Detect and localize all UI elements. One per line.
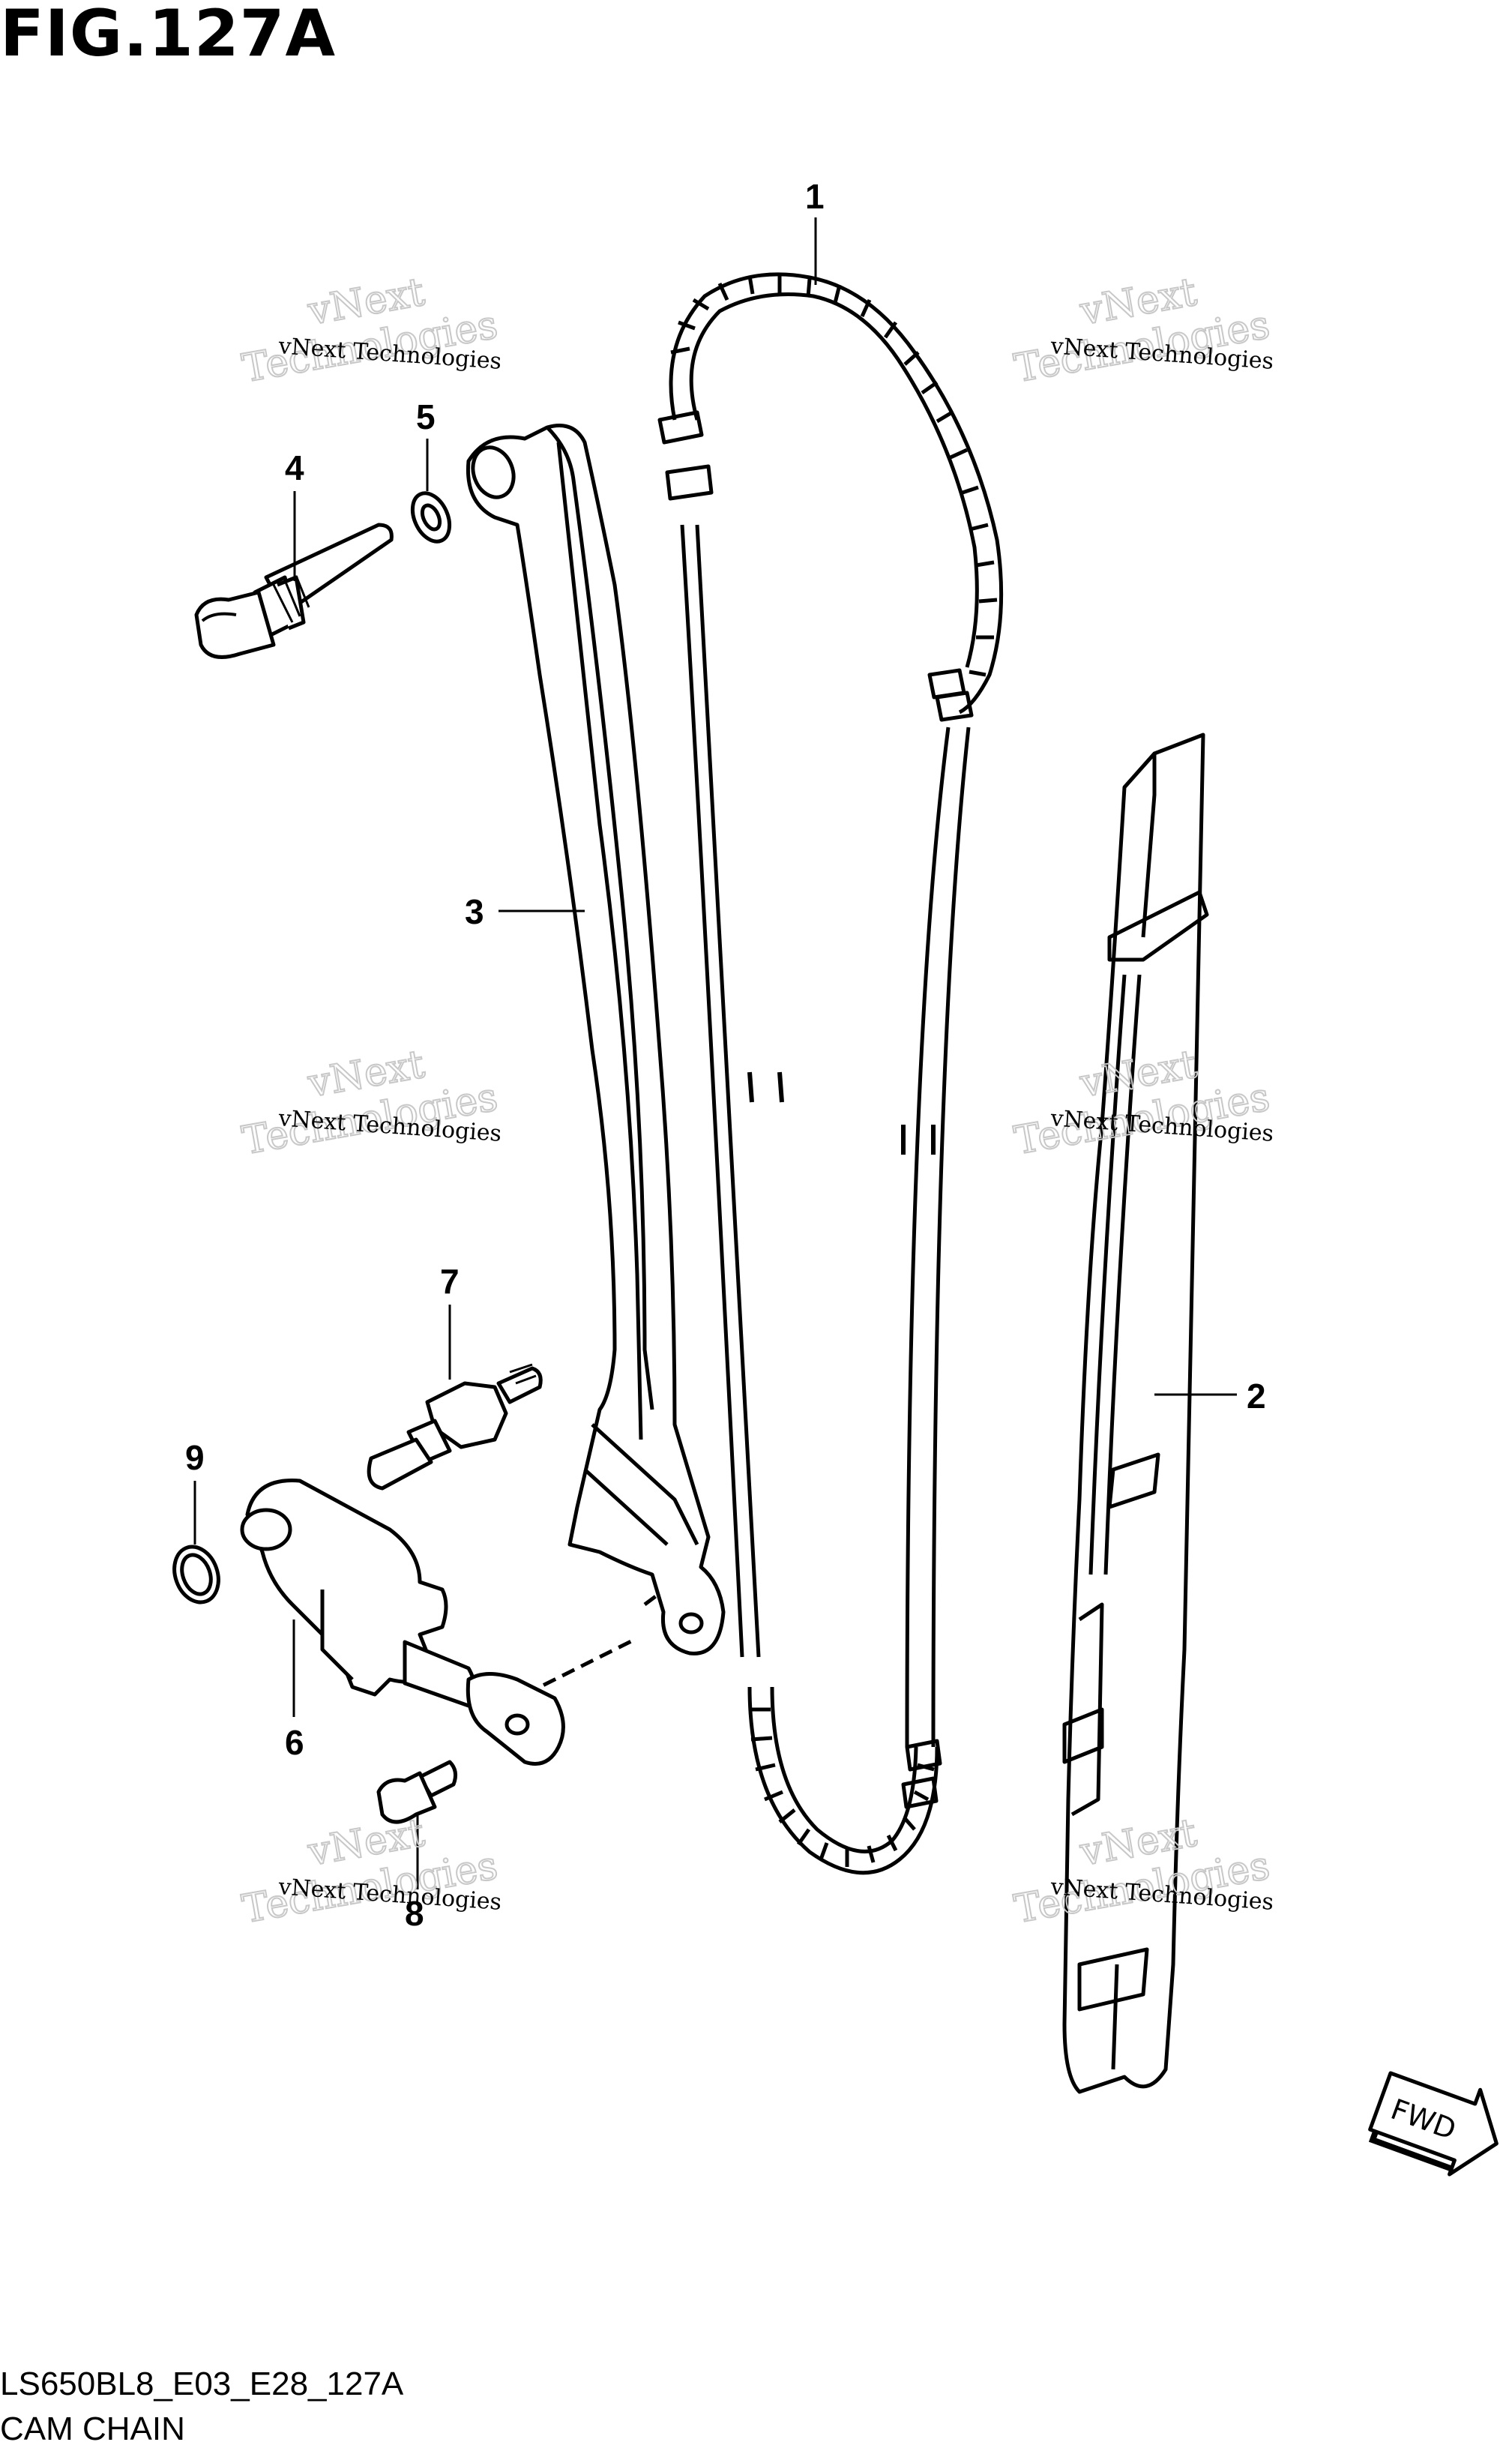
part-label-9: 9 xyxy=(185,1438,205,1477)
watermark: vNext Technologies vNext Technologies xyxy=(238,1810,502,1934)
watermark: vNext Technologies vNext Technologies xyxy=(1010,1810,1274,1934)
tensioner-guide-drawing xyxy=(466,424,726,1697)
part-label-7: 7 xyxy=(440,1262,460,1301)
part-label-6: 6 xyxy=(285,1723,304,1762)
part-label-2: 2 xyxy=(1247,1377,1266,1416)
figure-title: FIG.127A xyxy=(0,0,337,71)
watermark: vNext Technologies vNext Technologies xyxy=(1010,1041,1274,1165)
part-label-8: 8 xyxy=(405,1894,424,1933)
watermark: vNext Technologies vNext Technologies xyxy=(1010,269,1274,393)
watermark-group: vNext Technologies vNext Technologies vN… xyxy=(238,269,1274,1934)
part-labels: 1 2 3 4 5 6 7 8 9 xyxy=(185,177,1266,1933)
leader-lines xyxy=(193,217,1237,1889)
snap-ring-drawing xyxy=(172,1545,220,1605)
washer-drawing xyxy=(410,491,452,544)
tensioner-adjuster-drawing xyxy=(240,1479,565,1766)
watermark: vNext Technologies vNext Technologies xyxy=(238,1041,502,1165)
diagram-name: CAM CHAIN xyxy=(0,2411,185,2447)
watermark: vNext Technologies vNext Technologies xyxy=(238,269,502,393)
part-label-4: 4 xyxy=(285,448,304,487)
cam-chain-drawing xyxy=(657,272,1004,1875)
part-label-5: 5 xyxy=(416,397,436,436)
chain-guide-drawing xyxy=(1062,733,1209,2094)
fwd-arrow-icon: FWD xyxy=(1368,2071,1499,2177)
bolt-drawing xyxy=(194,523,394,659)
part-label-3: 3 xyxy=(465,892,484,931)
diagram-code: LS650BL8_E03_E28_127A xyxy=(0,2366,404,2402)
small-bolt-drawing xyxy=(376,1760,458,1824)
stud-bolt-drawing xyxy=(367,1363,543,1491)
part-label-1: 1 xyxy=(805,177,825,216)
